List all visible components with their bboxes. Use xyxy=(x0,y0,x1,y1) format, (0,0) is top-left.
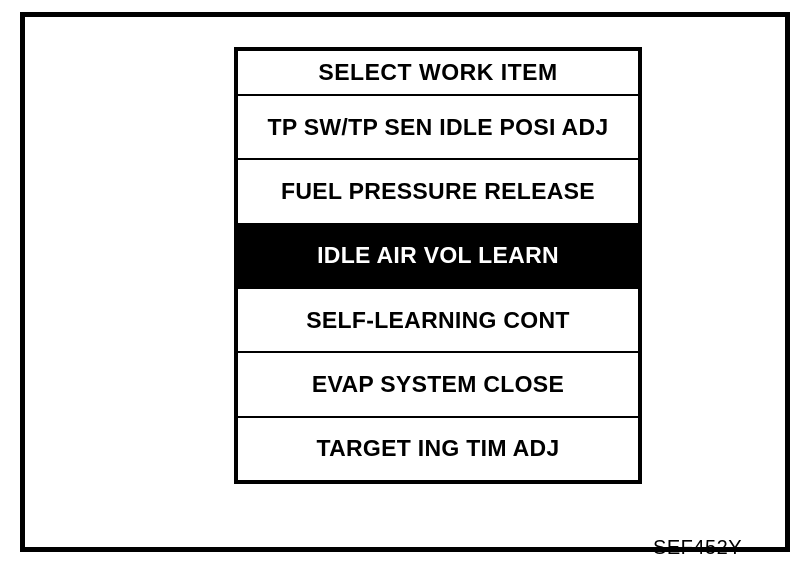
menu-item-idle-air-vol-learn[interactable]: IDLE AIR VOL LEARN xyxy=(238,222,638,287)
menu-item-target-ing-tim-adj[interactable]: TARGET ING TIM ADJ xyxy=(238,415,638,480)
work-item-menu: SELECT WORK ITEM TP SW/TP SEN IDLE POSI … xyxy=(234,47,642,484)
menu-title: SELECT WORK ITEM xyxy=(238,51,638,96)
menu-item-evap-system-close[interactable]: EVAP SYSTEM CLOSE xyxy=(238,351,638,416)
menu-item-tp-sw-tp-sen-idle-posi-adj[interactable]: TP SW/TP SEN IDLE POSI ADJ xyxy=(238,96,638,159)
figure-code-label: SEF452Y xyxy=(653,537,743,559)
menu-item-self-learning-cont[interactable]: SELF-LEARNING CONT xyxy=(238,286,638,352)
menu-item-fuel-pressure-release[interactable]: FUEL PRESSURE RELEASE xyxy=(238,158,638,223)
figure-frame: SELECT WORK ITEM TP SW/TP SEN IDLE POSI … xyxy=(20,12,790,559)
